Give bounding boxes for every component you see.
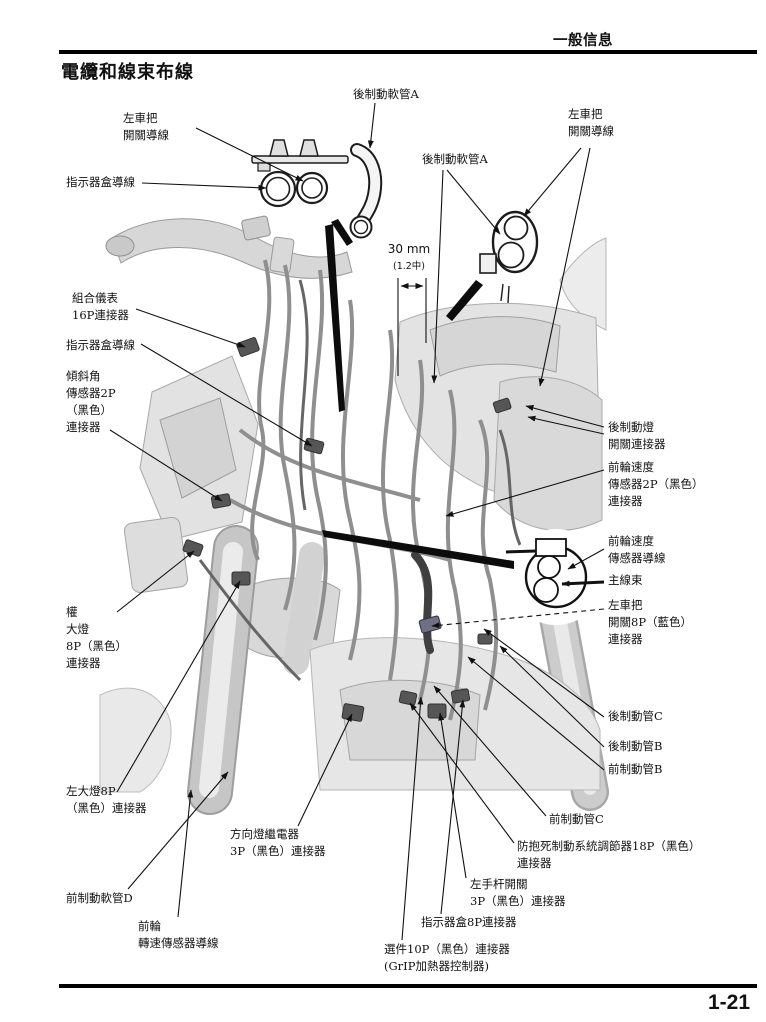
footer-rule [59, 984, 757, 988]
page-title: 電纜和線束布線 [61, 62, 194, 83]
label-left-headlight-8p: 左大燈8P （黑色）連接器 [66, 784, 147, 815]
label-combination-meter-16p: 組合儀表 16P連接器 [72, 291, 129, 322]
header-rule [59, 50, 757, 54]
page-number: 1-21 [707, 991, 750, 1014]
dimension-imperial: (1.2中) [392, 261, 426, 272]
label-indicator-box-wires-top: 指示器盒導線 [66, 175, 135, 189]
label-left-lever-switch-3p: 左手杆開關 3P（黑色）連接器 [470, 877, 566, 908]
label-turn-signal-relay-3p: 方向燈繼電器 3P（黑色）連接器 [230, 827, 326, 858]
label-left-handlebar-switch-8p: 左車把 開關8P（藍色） 連接器 [608, 598, 693, 646]
label-left-handlebar-switch-wires-left: 左車把 開關導線 [123, 111, 169, 142]
label-front-wheel-speed-wire-bottom: 前輪 轉速傳感器導線 [138, 919, 219, 950]
label-front-brake-hose-d: 前制動軟管D [66, 891, 133, 905]
label-indicator-box-wires-left: 指示器盒導線 [66, 338, 135, 352]
cable-clamp-inset-right [479, 210, 539, 304]
label-front-wheel-speed-sensor-2p: 前輪速度 傳感器2P（黑色） 連接器 [608, 460, 704, 508]
motorcycle-illustration [99, 215, 609, 815]
label-rear-brake-hose-a-right: 後制動軟管A [422, 152, 488, 166]
label-right-headlight-8p: 權 大燈 8P（黑色） 連接器 [66, 605, 128, 670]
label-front-wheel-speed-sensor-wire: 前輪速度 傳感器導線 [608, 534, 666, 565]
rear-brake-hose-inset [349, 143, 383, 239]
label-left-handlebar-switch-wires-right: 左車把 開關導線 [568, 107, 614, 138]
clamp-bracket-inset [251, 139, 349, 208]
label-abs-modulator-18p: 防抱死制動系統調節器18P（黑色） 連接器 [517, 839, 701, 870]
label-rear-brake-pipe-c: 後制動管C [608, 709, 663, 723]
label-rear-brake-pipe-b: 後制動管B [608, 739, 663, 753]
label-bank-angle-sensor-2p: 傾斜角 傳感器2P （黑色） 連接器 [66, 369, 116, 434]
leader-lines [109, 102, 605, 941]
label-rear-brake-light-switch: 後制動燈 開關連接器 [608, 420, 666, 451]
label-front-brake-pipe-b: 前制動管B [608, 762, 663, 776]
harness-detail-circle [505, 529, 604, 625]
label-option-10p: 選件10P（黑色）連接器 (GrIP加熱器控制器) [384, 942, 510, 973]
dimension-value: 30 mm [387, 242, 431, 256]
label-front-brake-pipe-c: 前制動管C [549, 812, 604, 826]
label-rear-brake-hose-a-top: 後制動軟管A [353, 87, 419, 101]
emphasis-strokes [322, 219, 514, 569]
label-indicator-box-8p: 指示器盒8P連接器 [421, 915, 517, 929]
label-main-harness: 主線束 [608, 573, 643, 587]
dimension-indicator [397, 278, 427, 376]
